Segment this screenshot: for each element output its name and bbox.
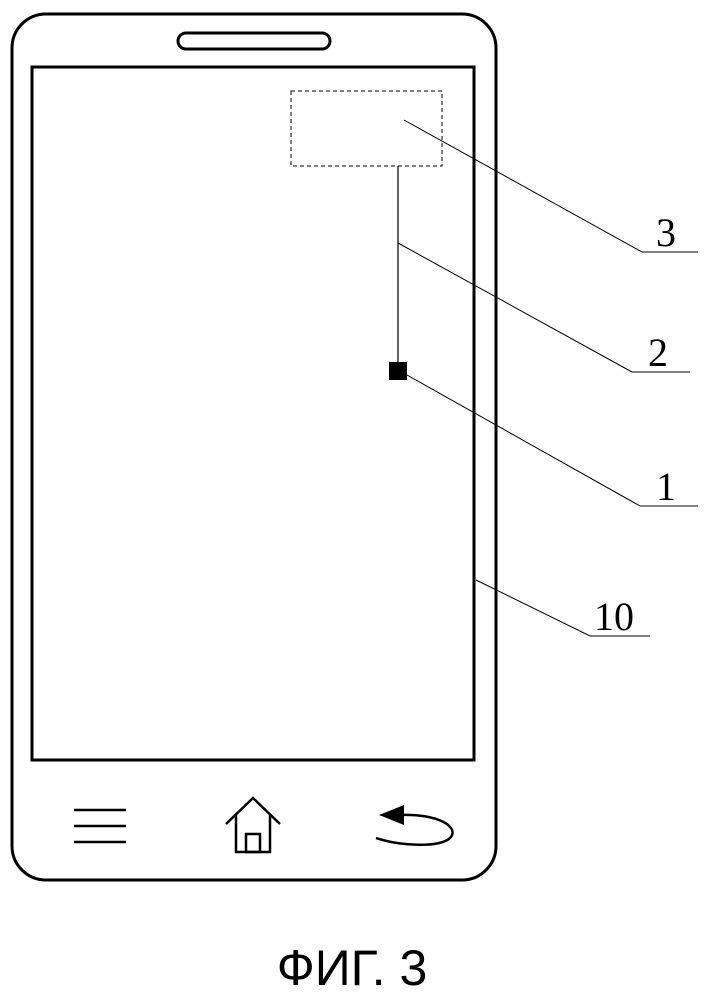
home-icon[interactable] <box>226 798 280 852</box>
menu-icon[interactable] <box>74 810 126 842</box>
phone-body <box>12 14 496 880</box>
figure-caption: ФИГ. 3 <box>277 940 428 996</box>
screen <box>32 67 474 760</box>
ref-label-3: 3 <box>656 210 676 255</box>
leader-line-2 <box>398 243 632 372</box>
leader-line-3 <box>404 120 642 252</box>
leader-line-1 <box>407 375 640 506</box>
leader-line-10 <box>476 580 590 636</box>
anchor-square <box>389 362 407 380</box>
ref-label-1: 1 <box>656 464 676 509</box>
back-icon[interactable] <box>376 805 453 845</box>
speaker-slot <box>178 33 330 49</box>
ref-label-2: 2 <box>648 330 668 375</box>
ref-label-10: 10 <box>594 594 634 639</box>
